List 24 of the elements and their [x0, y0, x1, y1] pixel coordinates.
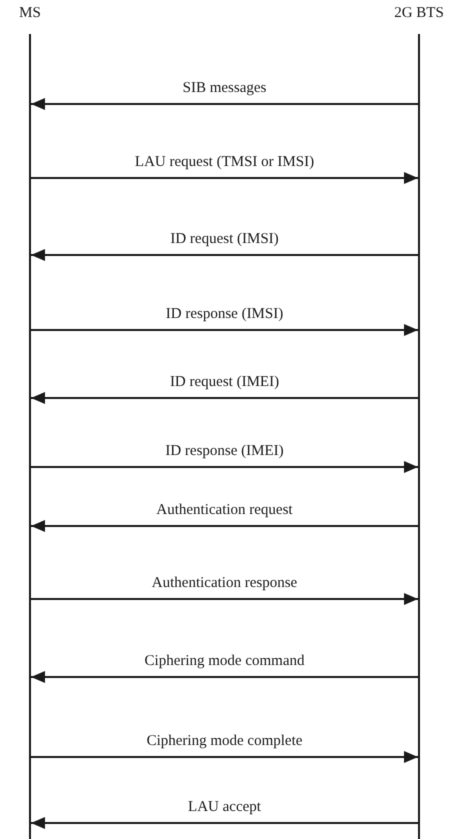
message-label: Authentication response — [150, 575, 300, 592]
message-arrow — [31, 817, 418, 829]
message-arrow — [31, 593, 418, 605]
message-label: ID request (IMSI) — [168, 231, 281, 248]
message-arrow — [31, 461, 418, 473]
message-label: Ciphering mode command — [142, 653, 306, 670]
message-label: LAU request (TMSI or IMSI) — [132, 154, 316, 171]
message-arrow — [31, 98, 418, 110]
message-label: LAU accept — [186, 799, 263, 816]
message-label: Ciphering mode complete — [144, 733, 304, 750]
message-arrow — [31, 392, 418, 404]
message-arrow — [31, 751, 418, 763]
message-arrow — [31, 520, 418, 532]
message-arrow — [31, 172, 418, 184]
message-label: Authentication request — [154, 502, 295, 519]
participant-label: 2G BTS — [393, 4, 445, 22]
message-arrow — [31, 249, 418, 261]
message-label: ID request (IMEI) — [168, 374, 282, 391]
message-arrow — [31, 324, 418, 336]
message-label: ID response (IMSI) — [164, 306, 286, 323]
message-label: SIB messages — [180, 80, 268, 97]
message-label: ID response (IMEI) — [163, 443, 286, 460]
participant-label: MS — [18, 4, 42, 22]
message-arrow — [31, 671, 418, 683]
